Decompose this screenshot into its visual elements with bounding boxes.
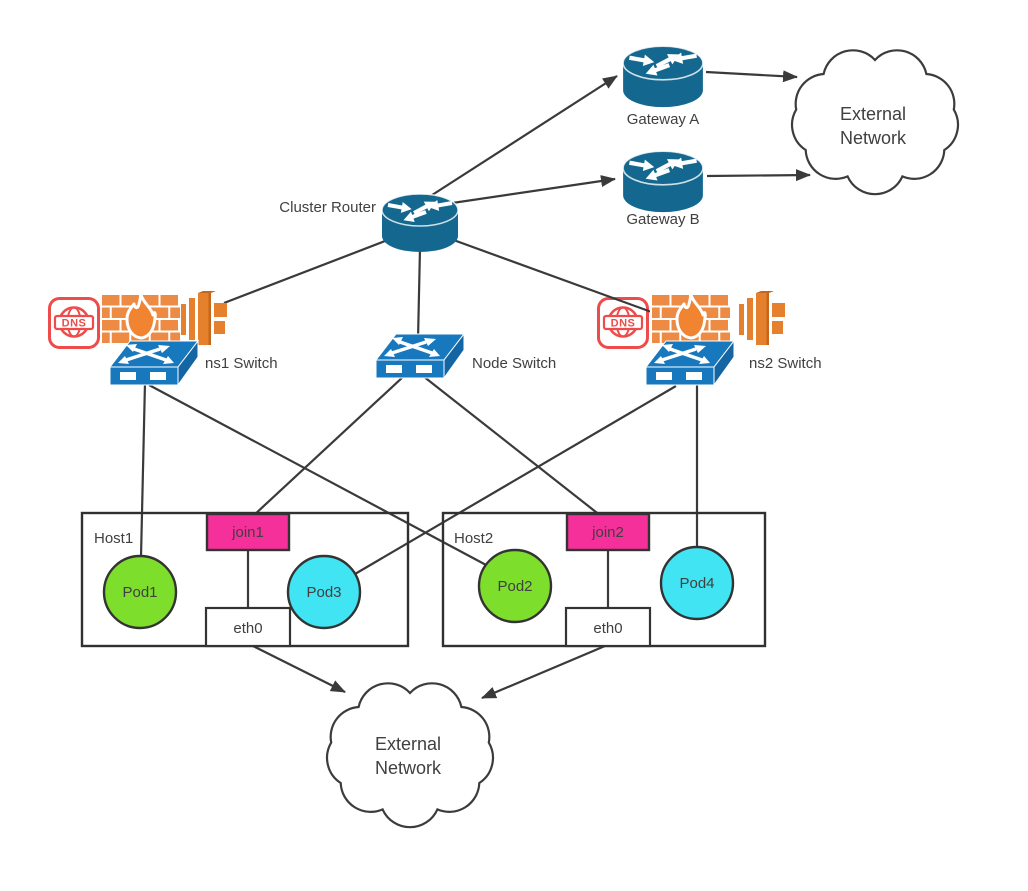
host2-box: Host2 Pod2 Pod4 join2 eth0	[441, 511, 767, 648]
node-switch-icon	[374, 332, 466, 380]
external-network-top-cloud: External Network	[790, 49, 960, 196]
ns2-switch-label: ns2 Switch	[749, 355, 822, 372]
ns1-switch-icon	[108, 339, 200, 387]
eth0-host1-node	[204, 606, 292, 648]
edge-ns1-to-pod2	[148, 384, 489, 567]
instance-blocks-icon-left	[181, 291, 227, 345]
gateway-b-label: Gateway B	[626, 211, 699, 228]
edge-ns1-to-pod1	[139, 381, 147, 558]
edge-gateway-b-to-external-top	[706, 169, 811, 182]
ns1-switch-label: ns1 Switch	[205, 355, 278, 372]
pod3-label: Pod3	[306, 584, 341, 601]
join1-label: join1	[231, 524, 264, 541]
edge-gateway-a-to-external-top	[705, 70, 798, 83]
edge-eth0-host1-to-external-bottom	[252, 645, 346, 693]
edge-node-switch-to-join2	[422, 375, 602, 517]
gateway-a-icon	[623, 46, 703, 107]
external-bottom-label-line2: Network	[375, 758, 442, 778]
edge-cluster-router-to-ns1	[223, 236, 394, 305]
edge-cluster-router-to-ns2	[447, 236, 669, 320]
join2-label: join2	[591, 524, 624, 541]
join2-node	[565, 512, 651, 552]
external-top-label-line1: External	[840, 104, 906, 124]
pod4-node	[659, 545, 735, 621]
pod2-node	[477, 548, 553, 624]
pod1-label: Pod1	[122, 584, 157, 601]
external-top-label-line2: Network	[840, 128, 907, 148]
pod4-label: Pod4	[679, 575, 714, 592]
pod2-label: Pod2	[497, 578, 532, 595]
dns-right-label: DNS	[611, 318, 636, 330]
edge-cluster-router-to-gateway-b	[431, 175, 616, 208]
eth0-host2-label: eth0	[593, 620, 622, 637]
gateway-b-icon	[623, 151, 703, 212]
node-switch-label: Node Switch	[472, 355, 556, 372]
host2-label: Host2	[454, 530, 493, 547]
host1-label: Host1	[94, 530, 133, 547]
edges	[139, 70, 811, 700]
join1-node	[205, 512, 291, 552]
firewall-icon-left	[98, 291, 184, 347]
external-bottom-label-line1: External	[375, 734, 441, 754]
pod1-node	[102, 554, 178, 630]
dns-icon-right: DNS	[597, 297, 649, 349]
dns-icon-left: DNS	[48, 297, 100, 349]
eth0-host1-label: eth0	[233, 620, 262, 637]
edge-node-switch-to-join1	[252, 375, 405, 517]
dns-left-label: DNS	[62, 318, 87, 330]
firewall-icon-right	[648, 291, 734, 347]
eth0-host2-node	[564, 606, 652, 648]
edge-eth0-host2-to-external-bottom	[481, 644, 606, 700]
edge-cluster-router-to-node-switch	[416, 247, 422, 341]
host1-box: Host1 Pod1 Pod3 join1 eth0	[80, 511, 410, 648]
pod3-node	[286, 554, 362, 630]
ns2-switch-icon	[644, 339, 736, 387]
cluster-router-icon	[382, 194, 458, 252]
instance-blocks-icon-right	[739, 291, 785, 345]
edge-cluster-router-to-gateway-a	[428, 75, 618, 198]
gateway-a-label: Gateway A	[627, 111, 700, 128]
cluster-router-label: Cluster Router	[279, 199, 376, 216]
external-network-bottom-cloud: External Network	[325, 682, 495, 829]
